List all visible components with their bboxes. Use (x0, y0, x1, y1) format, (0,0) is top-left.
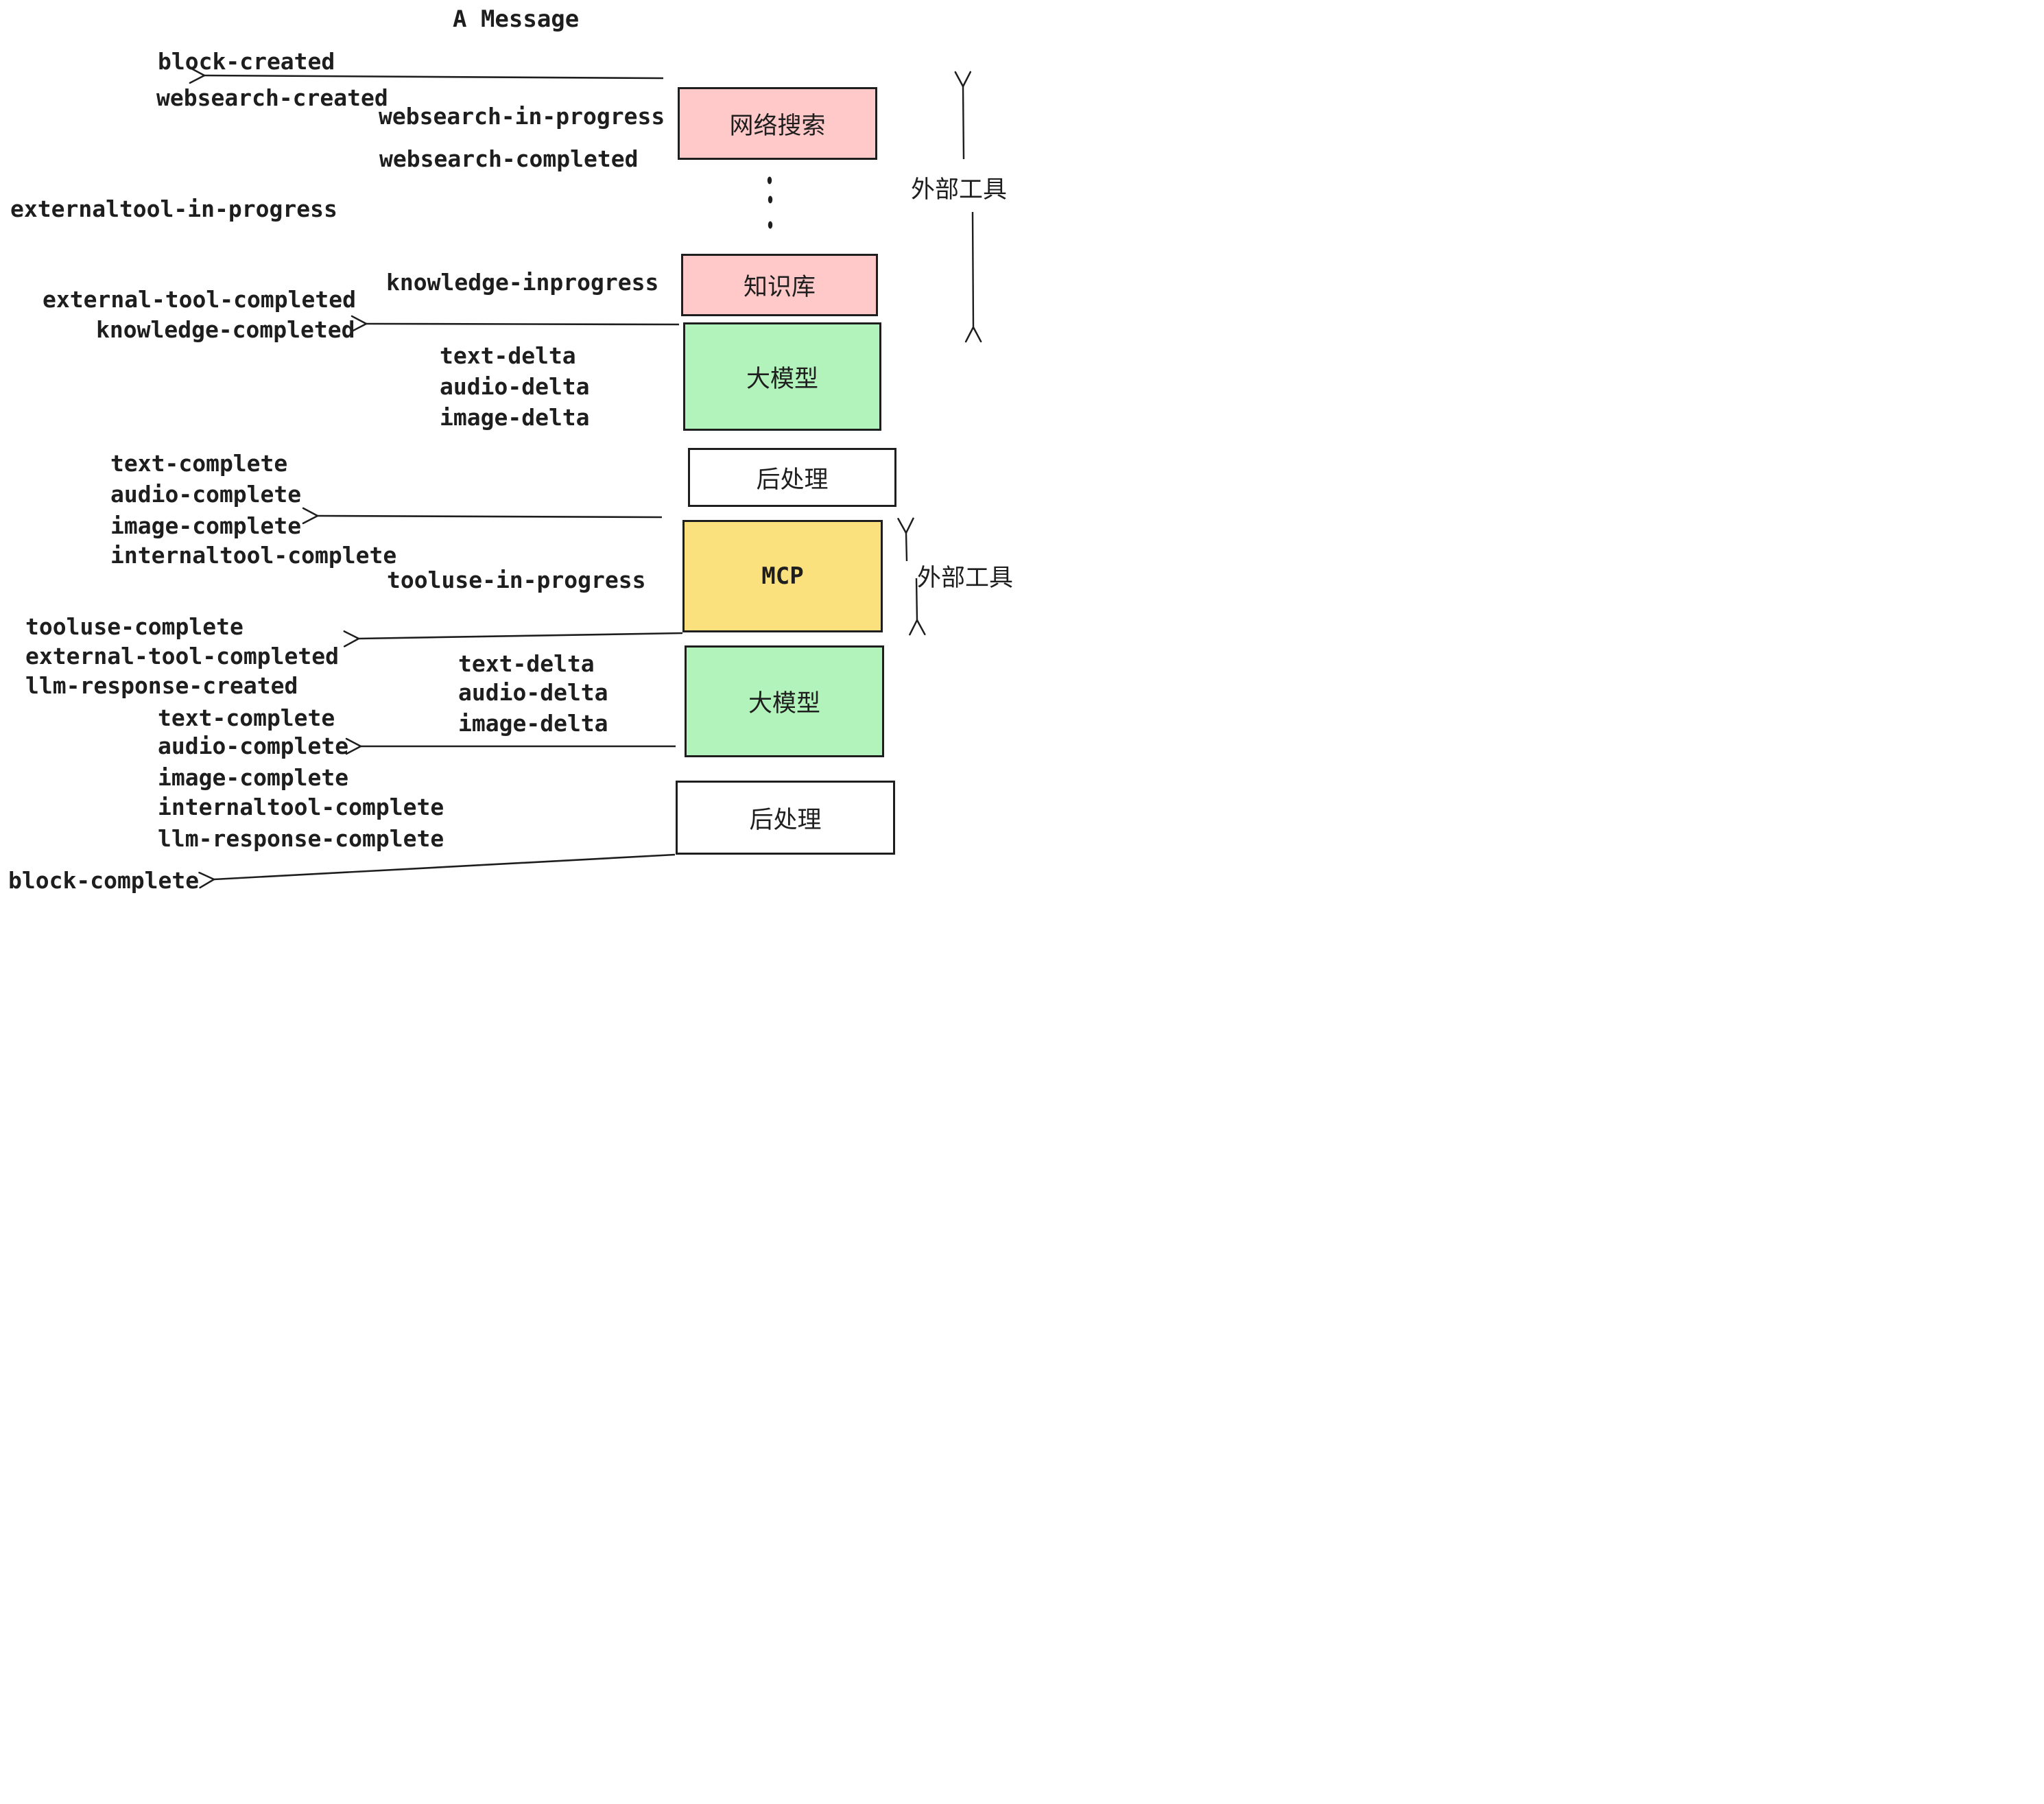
diagram-title: A Message (453, 5, 580, 33)
arrow-websearch-to-block-created (189, 67, 664, 84)
arrow-mcp-to-tooluse-complete (343, 630, 683, 648)
arrow-postprocess2-to-block-complete (198, 853, 676, 889)
node-mcp: MCP (682, 520, 883, 632)
event-label-internaltool-complete-2: internaltool-complete (158, 794, 444, 820)
event-label-audio-complete: audio-complete (110, 481, 302, 508)
event-label-image-delta-2: image-delta (458, 710, 608, 737)
event-label-websearch-completed: websearch-completed (379, 145, 639, 172)
node-knowledge: 知识库 (681, 254, 878, 316)
diagram-canvas: A Message block-created websearch-create… (0, 0, 1022, 902)
node-postprocess-1: 后处理 (688, 448, 896, 507)
event-label-websearch-created: websearch-created (156, 84, 388, 111)
event-label-externaltool-in-progress: externaltool-in-progress (10, 195, 337, 222)
event-label-image-delta: image-delta (440, 404, 590, 431)
event-label-knowledge-inprogress: knowledge-inprogress (386, 269, 659, 296)
event-label-image-complete: image-complete (110, 512, 302, 539)
node-postprocess-2: 后处理 (676, 781, 895, 855)
event-label-internaltool-complete: internaltool-complete (110, 542, 397, 569)
node-llm-1: 大模型 (683, 322, 881, 431)
node-websearch: 网络搜索 (678, 87, 877, 160)
external-tools2-up-arrow (897, 517, 914, 562)
event-label-block-created: block-created (158, 48, 335, 75)
event-label-text-delta: text-delta (440, 342, 576, 369)
event-label-audio-delta-2: audio-delta (458, 679, 608, 706)
event-label-tooluse-in-progress: tooluse-in-progress (387, 567, 646, 593)
arrow-postprocess-to-image-complete (302, 507, 663, 525)
external-tools-up-arrow (954, 71, 972, 160)
event-label-llm-response-created: llm-response-created (25, 672, 298, 699)
event-label-text-complete: text-complete (110, 450, 288, 477)
event-label-tooluse-complete: tooluse-complete (25, 613, 243, 640)
event-label-image-complete-2: image-complete (158, 764, 349, 791)
event-label-audio-delta: audio-delta (440, 373, 590, 400)
ellipsis-dots (767, 176, 773, 229)
node-llm-2: 大模型 (685, 645, 884, 757)
side-label-external-tools-1: 外部工具 (911, 176, 1008, 204)
event-label-websearch-in-progress: websearch-in-progress (379, 103, 665, 130)
event-label-text-complete-2: text-complete (158, 704, 335, 731)
event-label-text-delta-2: text-delta (458, 650, 595, 677)
event-label-audio-complete-2: audio-complete (158, 733, 349, 759)
event-label-knowledge-completed: knowledge-completed (96, 316, 355, 343)
side-label-external-tools-2: 外部工具 (917, 565, 1014, 592)
event-label-block-complete: block-complete (8, 867, 200, 894)
event-label-llm-response-complete: llm-response-complete (158, 825, 444, 852)
event-label-external-tool-completed: external-tool-completed (43, 286, 356, 313)
event-label-external-tool-completed-2: external-tool-completed (25, 643, 339, 669)
